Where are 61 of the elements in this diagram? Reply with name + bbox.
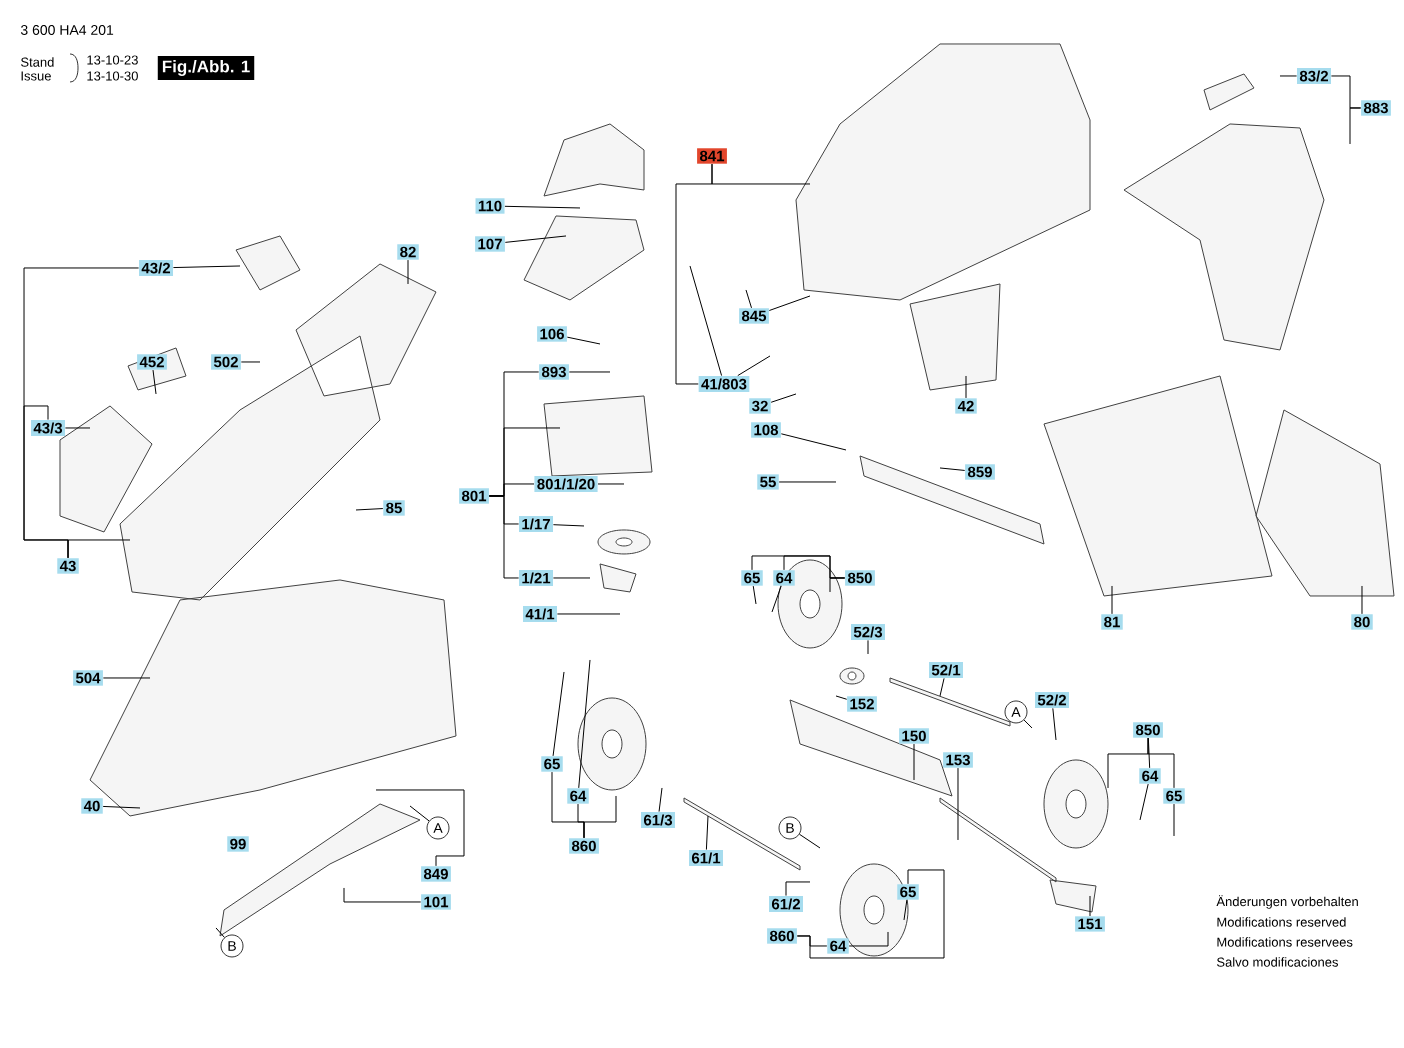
leader-line: [771, 585, 782, 613]
leader-line: [737, 355, 771, 377]
leader-line: [597, 483, 625, 485]
leader-line: [768, 295, 811, 311]
leader-line: [552, 524, 585, 527]
leader-line: [1089, 895, 1091, 917]
leader-line: [488, 427, 561, 497]
leader-line: [407, 259, 409, 285]
leader-line: [64, 427, 91, 429]
leader-line: [770, 393, 797, 403]
leader-line: [583, 795, 617, 839]
figure-badge: Fig./Abb. 1: [157, 56, 255, 80]
leader-line: [780, 433, 847, 451]
leader-line: [355, 508, 384, 511]
leader-line: [172, 265, 241, 269]
leader-line: [1052, 707, 1057, 741]
leader-line: [913, 743, 915, 781]
leader-line: [835, 695, 848, 700]
leader-line: [1111, 585, 1113, 615]
leader-line: [658, 787, 663, 813]
leader-line: [689, 265, 723, 377]
leader-line: [705, 815, 709, 851]
leader-line: [796, 935, 828, 947]
leader-line: [504, 235, 567, 243]
leader-line: [1173, 803, 1175, 837]
leader-line: [785, 881, 811, 897]
leader-line: [240, 361, 261, 363]
leader-line: [799, 833, 821, 849]
leader-line: [409, 805, 430, 822]
leader-line: [829, 577, 846, 593]
leader-line: [778, 481, 837, 483]
leader-line: [102, 805, 141, 809]
leader-line: [848, 931, 889, 947]
leader-line: [102, 677, 151, 679]
leader-line: [711, 163, 811, 185]
leader-line: [67, 539, 131, 559]
leader-line: [939, 677, 945, 697]
leader-line: [752, 585, 757, 605]
leader-line: [566, 336, 601, 345]
leader-line: [556, 613, 621, 615]
leader-line: [552, 671, 565, 757]
leader-line: [215, 927, 225, 938]
leader-line: [1349, 107, 1362, 145]
leader-line: [1139, 783, 1149, 821]
leader-line: [1279, 75, 1298, 77]
leader-line: [903, 899, 908, 921]
leader-line: [965, 375, 967, 399]
leader-line: [1361, 585, 1363, 615]
leader-line: [152, 369, 157, 395]
leader-line: [745, 289, 752, 309]
leader-line: [375, 789, 465, 867]
leader-line: [1107, 737, 1149, 789]
leader-line: [578, 659, 591, 789]
leader-line: [343, 887, 422, 903]
leader-line: [1023, 719, 1033, 729]
leader-line: [939, 467, 966, 471]
leader-line: [504, 205, 581, 209]
leader-line: [552, 577, 591, 579]
leader-line: [957, 767, 959, 841]
leader-line: [568, 371, 611, 373]
leader-line: [867, 639, 869, 655]
